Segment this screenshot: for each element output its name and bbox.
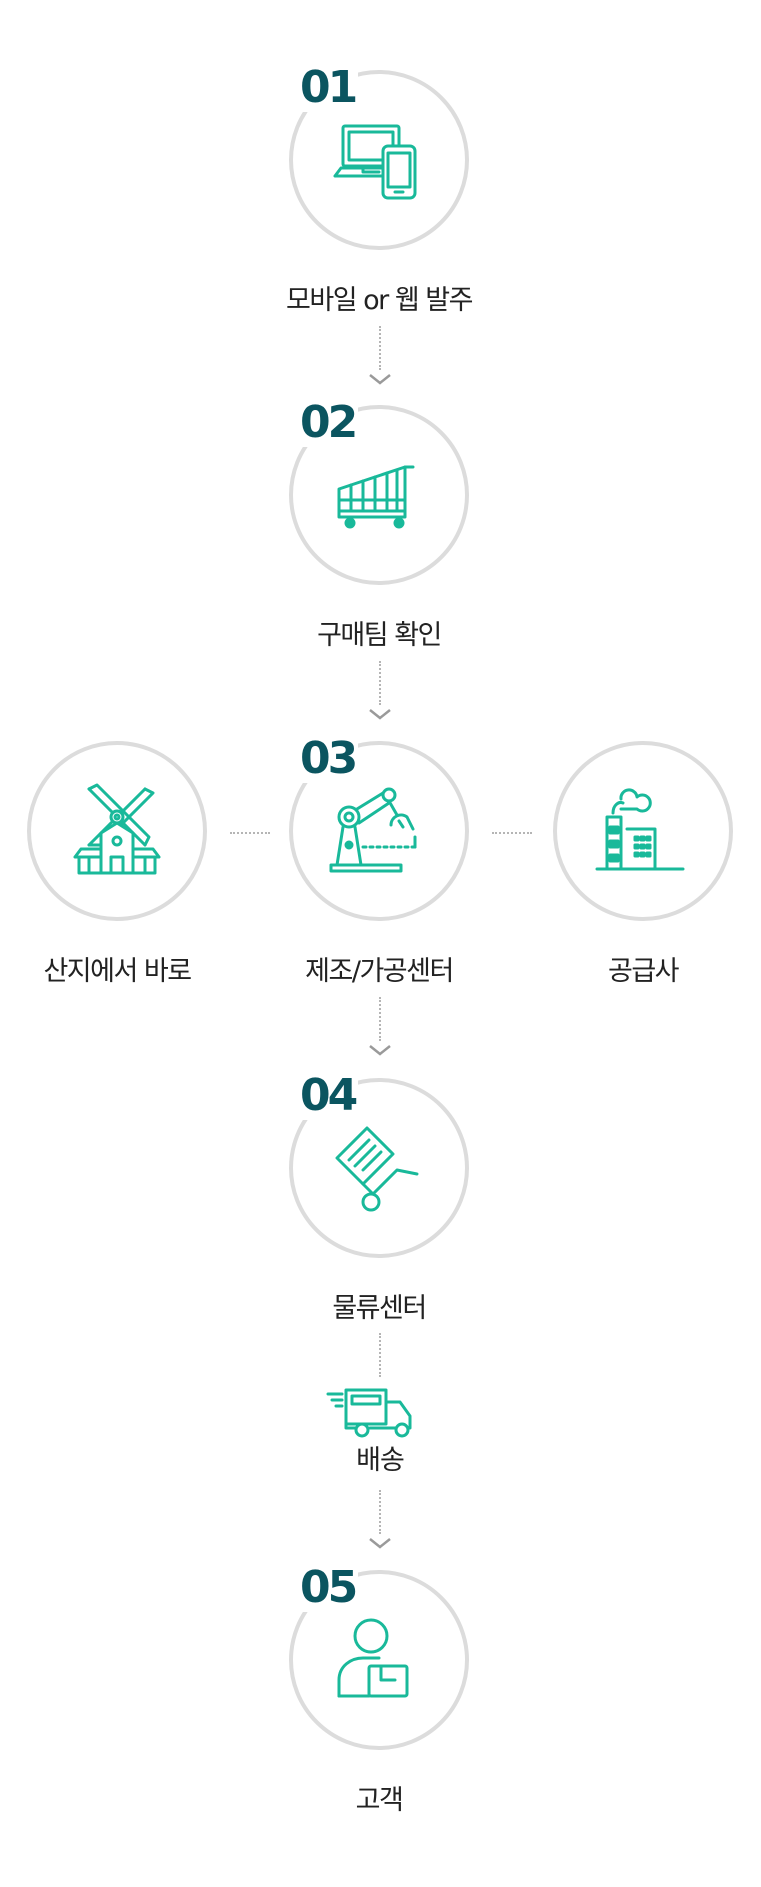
- step-circle: [289, 70, 469, 250]
- node-label: 산지에서 바로: [43, 956, 192, 987]
- node-label: 공급사: [607, 956, 680, 987]
- hand-truck-icon: [335, 1126, 419, 1212]
- step-number: 02: [297, 399, 358, 447]
- step-number: 05: [297, 1564, 358, 1612]
- robot-arm-icon: [329, 787, 417, 873]
- connector-line: [379, 326, 381, 370]
- step-number: 03: [297, 735, 358, 783]
- customer-package-icon: [337, 1618, 409, 1698]
- connector-dots: [492, 832, 532, 834]
- chevron-down-icon: [369, 1045, 391, 1056]
- step-label: 물류센터: [332, 1293, 427, 1324]
- step-label: 제조/가공센터: [305, 956, 454, 987]
- step-label: 모바일 or 웹 발주: [286, 285, 473, 316]
- connector-line: [379, 661, 381, 705]
- chevron-down-icon: [369, 1538, 391, 1549]
- chevron-down-icon: [369, 374, 391, 385]
- connector-dots: [230, 832, 270, 834]
- delivery-truck-icon: [326, 1388, 412, 1438]
- shipping-label: 배송: [356, 1445, 405, 1476]
- connector-line: [379, 1490, 381, 1534]
- step-label: 고객: [355, 1785, 404, 1816]
- step-label: 구매팀 확인: [317, 620, 442, 651]
- step-number: 04: [297, 1072, 358, 1120]
- step-circle: [289, 1078, 469, 1258]
- connector-line: [379, 997, 381, 1041]
- windmill-farm-icon: [73, 783, 161, 875]
- factory-icon: [595, 788, 685, 871]
- step-circle: [553, 741, 733, 921]
- step-number: 01: [297, 64, 358, 112]
- shopping-cart-chart-icon: [337, 465, 415, 529]
- computer-mobile-icon: [333, 124, 417, 200]
- chevron-down-icon: [369, 709, 391, 720]
- step-circle: [27, 741, 207, 921]
- connector-line: [379, 1333, 381, 1377]
